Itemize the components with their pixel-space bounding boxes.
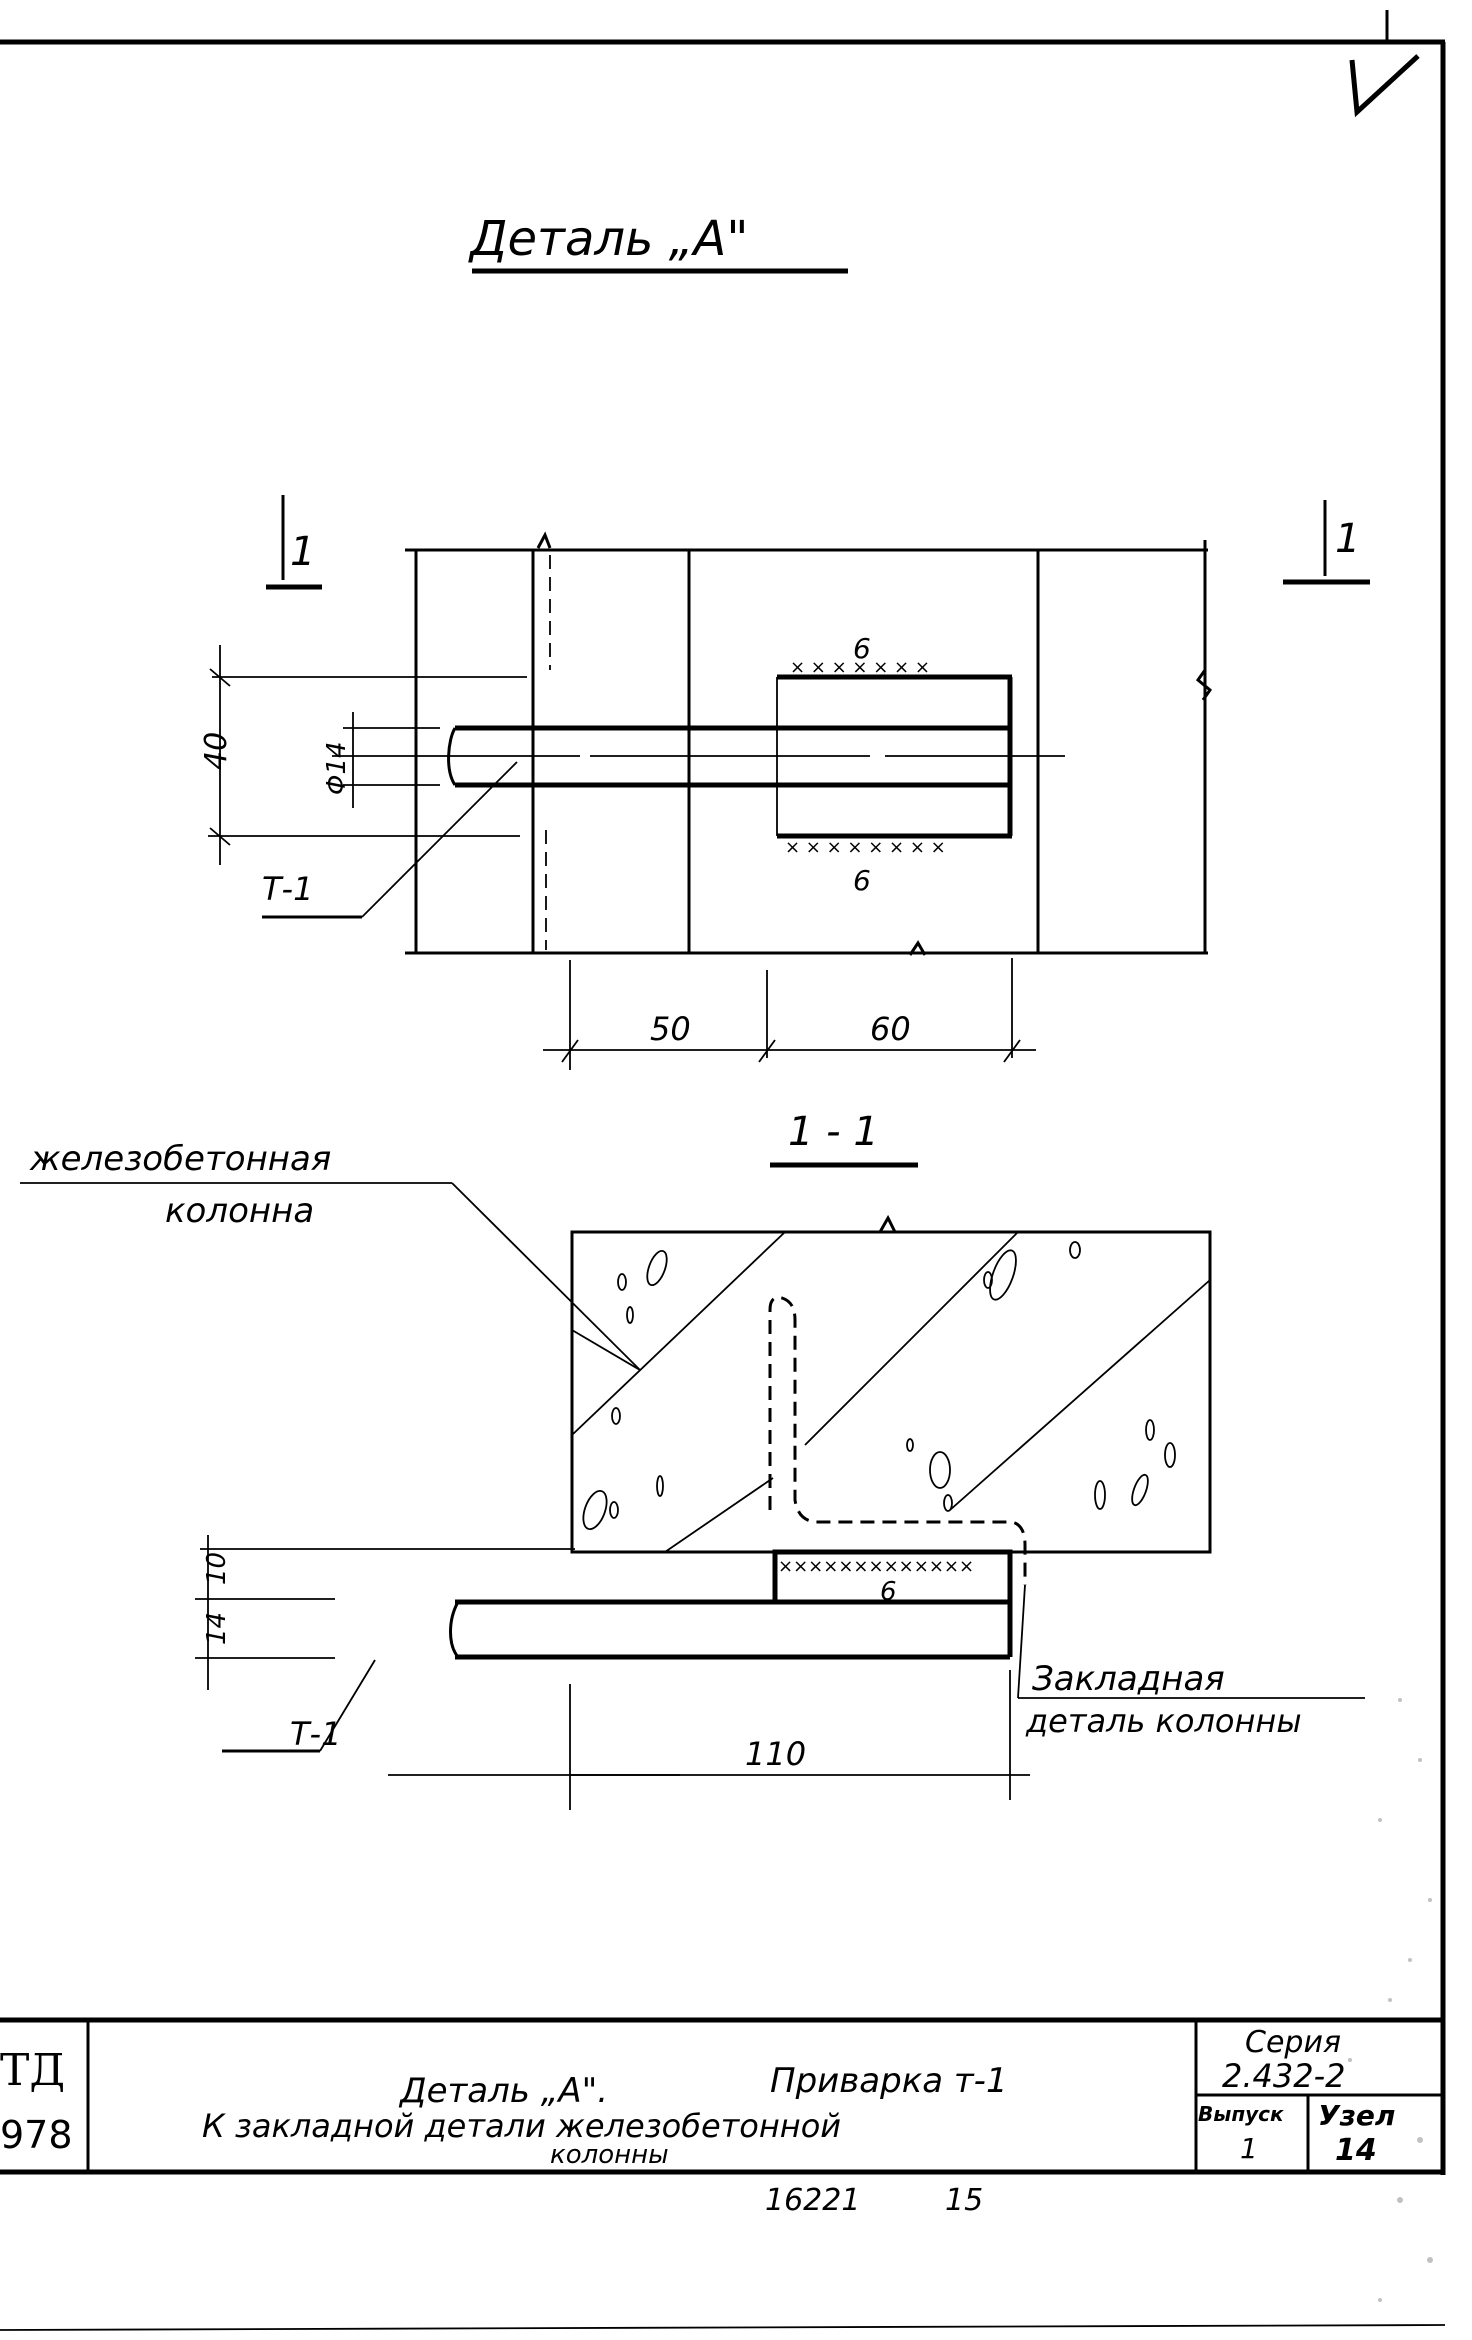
column-label-line1: железобетонная (29, 1139, 331, 1179)
scan-noise (1348, 1698, 1433, 2302)
member-label-section: Т-1 (290, 1715, 341, 1753)
concrete-aggregate (582, 1241, 1176, 1531)
dim-right: 60 (870, 1010, 911, 1048)
section-mark-right: 1 (1335, 516, 1360, 562)
issue-value: 1 (1240, 2132, 1258, 2165)
dim-height: 40 (199, 732, 234, 770)
weld-size-top: 6 (853, 632, 871, 665)
weld-symbols-section: ××××××××××××× (778, 1556, 974, 1577)
title-desc-line1b: Приварка т-1 (770, 2061, 1008, 2101)
section-title: 1 - 1 (788, 1109, 879, 1155)
embedded-label-line2: деталь колонны (1025, 1702, 1302, 1740)
detail-title: Деталь „А" (468, 211, 848, 274)
left-code-bottom: 978 (0, 2113, 73, 2157)
check-mark-icon (1349, 54, 1420, 118)
column-label-line2: колонна (165, 1191, 314, 1231)
node-label: Узел (1318, 2099, 1395, 2132)
weld-symbols-bottom: × × × × × × × × (785, 837, 946, 858)
sheet-number: 15 (945, 2183, 983, 2218)
dim-length: 110 (745, 1735, 806, 1773)
dim-diameter: Φ14 (322, 741, 352, 795)
detail-title-text: Деталь „А" (468, 211, 748, 267)
dim-top: 10 (202, 1552, 232, 1585)
series-label: Серия (1245, 2025, 1341, 2060)
plan-view: 1 1 × × × × × × × × × × × × × × × (199, 495, 1370, 1070)
section-view: 1 - 1 железобетонная колонна (20, 1109, 1365, 1810)
dim-bottom: 14 (202, 1612, 232, 1645)
dim-left: 50 (650, 1010, 691, 1048)
sheet-frame (0, 10, 1446, 2331)
weld-size-bottom: 6 (853, 864, 871, 897)
section-mark-left: 1 (290, 529, 315, 575)
left-code-top: ТД (0, 2045, 65, 2096)
title-block: ТД 978 Деталь „А". Приварка т-1 К заклад… (0, 1698, 1442, 2302)
title-desc-line1a: Деталь „А". (398, 2071, 608, 2111)
title-desc-line2: К закладной детали железобетонной (202, 2107, 841, 2145)
member-label-plan: Т-1 (262, 870, 313, 908)
embedded-label-line1: Закладная (1032, 1659, 1225, 1699)
issue-label: Выпуск (1198, 2102, 1284, 2126)
weld-symbols-top: × × × × × × × (790, 657, 930, 678)
title-desc-line3: колонны (550, 2140, 669, 2170)
archive-number: 16221 (765, 2183, 860, 2218)
node-value: 14 (1335, 2133, 1377, 2168)
series-value: 2.432-2 (1222, 2057, 1346, 2095)
